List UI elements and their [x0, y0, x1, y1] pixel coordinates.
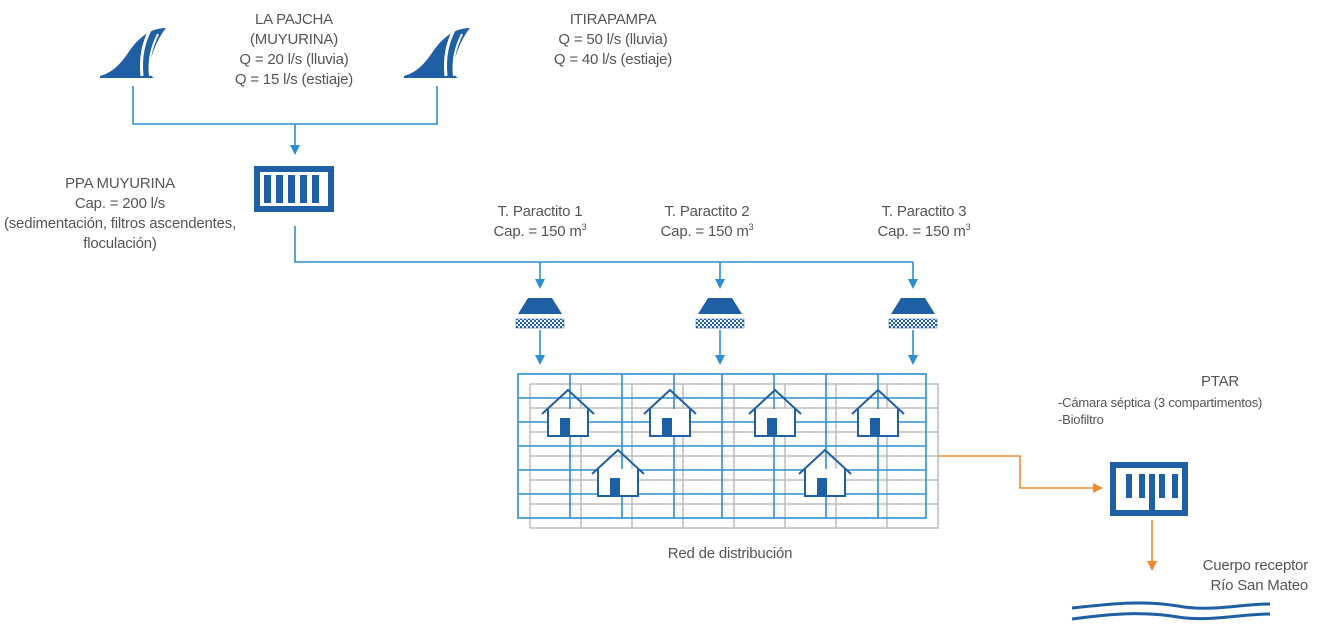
la-pajcha-subname: (MUYURINA): [250, 31, 338, 48]
ppa-capacity: Cap. = 200 l/s: [74, 195, 166, 212]
main-supply-pipe: [294, 226, 918, 289]
itirapampa-name: ITIRAPAMPA: [569, 11, 657, 28]
tank-3-capacity: Cap. = 150 m: [877, 223, 966, 240]
tank-1-label: T. Paractito 1 Cap. = 150 m3: [460, 202, 620, 242]
ptar-item-1: -Cámara séptica (3 compartimentos): [1058, 395, 1263, 410]
tank-1-capacity: Cap. = 150 m: [493, 223, 582, 240]
house-icon: [643, 389, 697, 437]
ppa-name: PPA MUYURINA: [65, 175, 175, 192]
receptor-line1: Cuerpo receptor: [1202, 557, 1309, 574]
wastewater-pipe: [938, 455, 1157, 571]
house-icon: [541, 389, 595, 437]
ppa-process-line1: (sedimentación, filtros ascendentes,: [3, 215, 237, 232]
la-pajcha-q-rain: Q = 20 l/s (lluvia): [239, 51, 349, 68]
tank-2-unit-sup: 3: [748, 222, 754, 232]
network-grid-gray: [529, 383, 939, 529]
network-label: Red de distribución: [667, 545, 793, 562]
source-collector-pipe: [132, 86, 438, 155]
house-icon: [798, 449, 852, 497]
receptor-line2: Río San Mateo: [1210, 577, 1309, 594]
ppa-label: PPA MUYURINA Cap. = 200 l/s (sedimentaci…: [0, 174, 240, 254]
source-itirapampa-icon: [402, 26, 472, 80]
receptor-label: Cuerpo receptor Río San Mateo: [1160, 556, 1309, 596]
river-icon: [1071, 601, 1271, 621]
itirapampa-q-dry: Q = 40 l/s (estiaje): [553, 51, 673, 68]
tank-3-capacity-row: Cap. = 150 m3: [844, 222, 1004, 242]
house-icon: [591, 449, 645, 497]
ptar-name: PTAR: [1200, 373, 1240, 390]
tank-3-unit-sup: 3: [965, 222, 971, 232]
itirapampa-label: ITIRAPAMPA Q = 50 l/s (lluvia) Q = 40 l/…: [543, 10, 683, 70]
tank-outlet-pipes: [535, 330, 918, 365]
tank-2-label: T. Paractito 2 Cap. = 150 m3: [627, 202, 787, 242]
house-icon: [748, 389, 802, 437]
ppa-process-line2: floculación): [83, 235, 157, 252]
tank-2-name: T. Paractito 2: [664, 203, 750, 220]
ptar-plant-icon: [1110, 462, 1188, 516]
tank-2-capacity: Cap. = 150 m: [660, 223, 749, 240]
tank-1-capacity-row: Cap. = 150 m3: [460, 222, 620, 242]
source-la-pajcha-icon: [98, 26, 168, 80]
tank-2-capacity-row: Cap. = 150 m3: [627, 222, 787, 242]
tank-3-name: T. Paractito 3: [881, 203, 967, 220]
tank-3-icon: [888, 297, 938, 329]
tank-3-label: T. Paractito 3 Cap. = 150 m3: [844, 202, 1004, 242]
la-pajcha-q-dry: Q = 15 l/s (estiaje): [234, 71, 354, 88]
la-pajcha-name: LA PAJCHA: [255, 11, 333, 28]
tank-1-icon: [515, 297, 565, 329]
tank-2-icon: [695, 297, 745, 329]
tank-1-unit-sup: 3: [581, 222, 587, 232]
la-pajcha-label: LA PAJCHA (MUYURINA) Q = 20 l/s (lluvia)…: [228, 10, 360, 90]
ptar-item-2: -Biofiltro: [1058, 412, 1104, 427]
itirapampa-q-rain: Q = 50 l/s (lluvia): [558, 31, 668, 48]
ptar-details: -Cámara séptica (3 compartimentos) -Biof…: [1058, 394, 1298, 428]
tank-1-name: T. Paractito 1: [497, 203, 583, 220]
ppa-plant-icon: [254, 166, 334, 212]
network-grid-blue: [517, 373, 927, 519]
